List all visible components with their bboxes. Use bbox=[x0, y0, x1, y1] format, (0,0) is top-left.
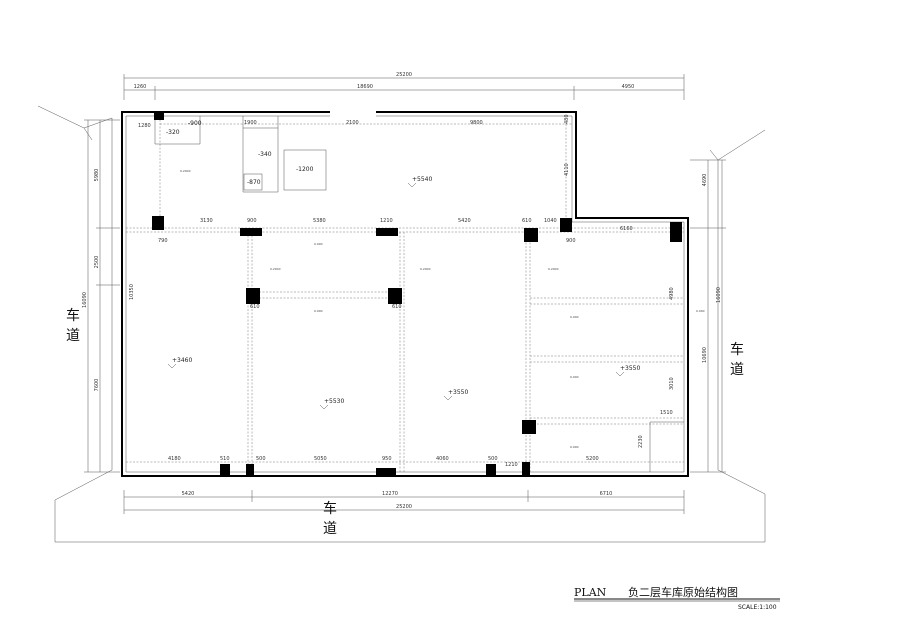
dim-row2-e: 1210 bbox=[380, 218, 393, 224]
beam-note-10: 0.000 bbox=[696, 309, 705, 313]
road-labels: 车 道 车 道 车 道 bbox=[66, 307, 744, 537]
dim-right-inner-d: 2230 bbox=[638, 435, 644, 448]
dim-top-3: 4950 bbox=[622, 84, 635, 90]
road-right-char1: 车 bbox=[730, 341, 744, 358]
dim-bot-b: 510 bbox=[220, 456, 230, 462]
dim-bot-i: 5200 bbox=[586, 456, 599, 462]
level-6: +5540 bbox=[412, 176, 432, 183]
beam-note-6: 0.000 bbox=[314, 309, 323, 313]
beam-note-3: 0.2000 bbox=[420, 267, 431, 271]
level-markers: -900 -320 -340 -870 -1200 +5540 +3460 +5… bbox=[166, 120, 640, 410]
beam-note-8: 0.000 bbox=[570, 375, 579, 379]
dim-left-1: 5980 bbox=[94, 169, 100, 182]
dim-row2-g: 610 bbox=[522, 218, 532, 224]
level-3: -340 bbox=[258, 151, 272, 158]
dim-bottom-1: 5420 bbox=[182, 491, 195, 497]
plan-title-cn: 负二层车库原始结构图 bbox=[628, 585, 738, 599]
beam-note-5: 0.000 bbox=[314, 242, 323, 246]
dim-row2-c: 900 bbox=[247, 218, 257, 224]
dim-bot-f: 4060 bbox=[436, 456, 449, 462]
bottom-dimension-chain: 5420 12270 6710 25200 bbox=[123, 490, 685, 514]
level-8: +5530 bbox=[324, 398, 344, 405]
level-10: +3550 bbox=[620, 365, 640, 372]
dim-left-inner: 10350 bbox=[129, 284, 135, 300]
dim-row2-i: 900 bbox=[566, 238, 576, 244]
road-bottom-char2: 道 bbox=[323, 521, 337, 537]
road-left-char2: 道 bbox=[66, 328, 80, 344]
level-9: +3550 bbox=[448, 389, 468, 396]
dim-inner-top-b: 1900 bbox=[244, 120, 257, 126]
dim-bot-a: 4180 bbox=[168, 456, 181, 462]
dim-right-3: 16090 bbox=[716, 287, 722, 303]
dim-row2-d: 5380 bbox=[313, 218, 326, 224]
dim-row2-b: 3130 bbox=[200, 218, 213, 224]
dim-top-2: 18690 bbox=[357, 84, 373, 90]
dim-bot-e: 950 bbox=[382, 456, 392, 462]
dim-row2-j: 6160 bbox=[620, 226, 633, 232]
level-5: -1200 bbox=[296, 166, 314, 173]
dim-inner-r-a: 4110 bbox=[564, 163, 570, 176]
dim-bottom-3: 6710 bbox=[600, 491, 613, 497]
dim-right-inner-c: 1510 bbox=[660, 410, 673, 416]
level-7: +3460 bbox=[172, 357, 192, 364]
dim-col-note-b: 610 bbox=[392, 304, 402, 310]
dim-right-inner-b: 3010 bbox=[669, 377, 675, 390]
dim-bottom-total: 25200 bbox=[396, 504, 412, 510]
right-dimension-chain: 4690 10690 16090 bbox=[690, 159, 726, 473]
road-bottom-char1: 车 bbox=[323, 500, 337, 517]
level-1: -900 bbox=[188, 120, 202, 127]
outer-walls bbox=[121, 111, 689, 477]
beam-note-1: 0.2000 bbox=[180, 169, 191, 173]
dim-left-total: 16090 bbox=[82, 292, 88, 308]
level-4: -870 bbox=[247, 179, 261, 186]
left-dimension-chain: 5980 2500 16090 7600 bbox=[82, 119, 120, 473]
road-right-char2: 道 bbox=[730, 362, 744, 378]
dim-left-3: 7600 bbox=[94, 379, 100, 392]
dim-inner-top-c: 2100 bbox=[346, 120, 359, 126]
dim-right-inner-a: 4980 bbox=[669, 287, 675, 300]
dim-bot-g: 500 bbox=[488, 456, 498, 462]
title-block: PLAN 负二层车库原始结构图 SCALE:1:100 bbox=[574, 585, 780, 611]
beam-note-2: 0.2000 bbox=[270, 267, 281, 271]
dim-right-1: 4690 bbox=[702, 174, 708, 187]
dim-top-1: 1260 bbox=[134, 84, 147, 90]
plan-scale: SCALE:1:100 bbox=[738, 604, 777, 611]
dim-top-total: 25200 bbox=[396, 72, 412, 78]
dim-bot-c: 500 bbox=[256, 456, 266, 462]
inner-structure bbox=[126, 116, 684, 472]
dim-inner-top-a: 1280 bbox=[138, 123, 151, 129]
dim-bottom-2: 12270 bbox=[382, 491, 398, 497]
dim-row2-a: 790 bbox=[158, 238, 168, 244]
dim-row2-h: 1040 bbox=[544, 218, 557, 224]
dim-left-2: 2500 bbox=[94, 256, 100, 269]
inner-dimensions: 1280 1900 2100 9800 480 4110 790 3130 90… bbox=[129, 114, 675, 468]
structural-columns bbox=[152, 112, 682, 476]
beam-note-9: 0.000 bbox=[570, 445, 579, 449]
dim-inner-top-d: 9800 bbox=[470, 120, 483, 126]
beam-note-4: 0.2000 bbox=[548, 267, 559, 271]
beam-note-7: 0.000 bbox=[570, 315, 579, 319]
plan-title: PLAN bbox=[574, 586, 607, 599]
dim-inner-top-e: 480 bbox=[564, 114, 570, 124]
dim-col-note-a: 610 bbox=[250, 304, 260, 310]
dim-row2-f: 5420 bbox=[458, 218, 471, 224]
top-dimension-chain: 25200 1260 18690 4950 bbox=[123, 72, 685, 100]
beam-notes: 0.2000 0.2000 0.2000 0.2000 0.000 0.000 … bbox=[180, 169, 705, 449]
dim-bot-d: 5050 bbox=[314, 456, 327, 462]
dim-right-2: 10690 bbox=[702, 347, 708, 363]
road-left-char1: 车 bbox=[66, 307, 80, 324]
level-2: -320 bbox=[166, 129, 180, 136]
dim-bot-h: 1210 bbox=[505, 462, 518, 468]
